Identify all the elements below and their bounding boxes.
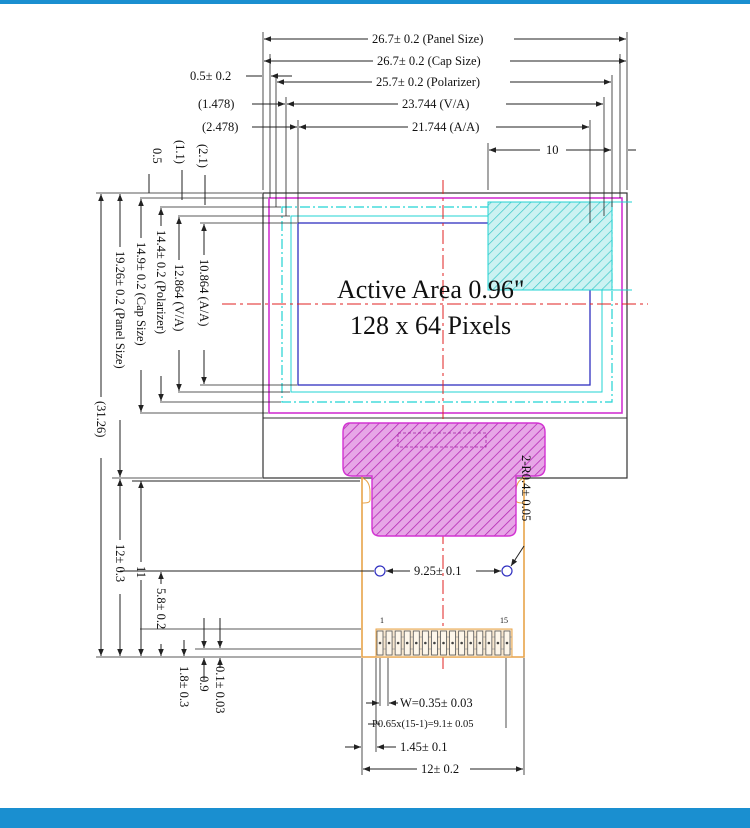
radius-dim: 2-R0.4± 0.05 (519, 455, 533, 521)
fpc-width-dim: 12± 0.2 (421, 762, 459, 776)
fpc-58-dim: 5.8± 0.2 (154, 588, 168, 629)
aa-height-dim: 10.864 (A/A) (197, 259, 211, 326)
pin-via (460, 641, 463, 645)
pin-width-dim: W=0.35± 0.03 (400, 696, 473, 710)
pin-pitch-dim: P0.65x(15-1)=9.1± 0.05 (372, 719, 474, 730)
edge-offset-dim: 1.45± 0.1 (400, 740, 448, 754)
pin-via (405, 641, 409, 645)
fpc-length-dim: 12± 0.3 (113, 544, 127, 582)
extension-lines-top (262, 32, 628, 223)
offset-2478-dim: (2.478) (202, 120, 238, 134)
alignment-hole-left (374, 565, 386, 577)
fpc-01-dim: 0.1± 0.03 (213, 666, 227, 714)
pin-via (496, 641, 500, 645)
cap-outline (268, 197, 623, 414)
fpc-11-dim: 11 (134, 566, 148, 578)
pin-via (433, 641, 436, 645)
v-offset-21-dim: (2.1) (196, 144, 210, 168)
pin-via (387, 641, 391, 645)
pixel-count-label: 128 x 64 Pixels (350, 311, 511, 340)
pin-via (378, 641, 382, 645)
pin-1-label: 1 (380, 616, 384, 625)
va-height-dim: 12.864 (V/A) (172, 264, 186, 331)
ic-bonding-region (342, 422, 546, 537)
extension-lines-bottom (361, 658, 525, 775)
hole-pitch-dim: 9.25± 0.1 (414, 564, 462, 578)
va-width-dim: 23.744 (V/A) (402, 97, 469, 111)
top-accent-bar (0, 0, 750, 4)
offset-1478-dim: (1.478) (198, 97, 234, 111)
cap-width-dim: 26.7± 0.2 (Cap Size) (377, 54, 481, 68)
pin-via (396, 641, 400, 645)
alignment-hole-right (501, 565, 513, 577)
panel-width-dim: 26.7± 0.2 (Panel Size) (372, 32, 483, 46)
v-offset-05-dim: 0.5 (150, 148, 164, 164)
cap-height-dim: 14.9± 0.2 (Cap Size) (134, 242, 148, 346)
polarizer-width-dim: 25.7± 0.2 (Polarizer) (376, 75, 480, 89)
aa-width-dim: 21.744 (A/A) (412, 120, 479, 134)
polarizer-height-dim: 14.4± 0.2 (Polarizer) (154, 230, 168, 334)
extension-lines-left (96, 192, 361, 658)
pin-via (469, 641, 473, 645)
pin-via (414, 641, 418, 645)
v-offset-11-dim: (1.1) (173, 140, 187, 164)
pin-via (442, 641, 445, 645)
pin-via (478, 641, 482, 645)
bottom-accent-bar (0, 808, 750, 828)
panel-height-dim: 19.26± 0.2 (Panel Size) (113, 251, 127, 369)
pin-15-label: 15 (500, 616, 508, 625)
offset-05-dim: 0.5± 0.2 (190, 69, 231, 83)
total-height-dim: (31.26) (94, 401, 108, 437)
pin-via (505, 641, 509, 645)
active-area-label: Active Area 0.96" (337, 275, 525, 304)
fpc-09-dim: 0.9 (197, 676, 211, 692)
corner-hatch-region (487, 201, 613, 291)
ten-dim: 10 (546, 143, 559, 157)
pin-via (424, 641, 427, 645)
polarizer-outline (281, 206, 613, 403)
fpc-18-dim: 1.8± 0.3 (177, 666, 191, 707)
pin-via (487, 641, 491, 645)
pin-via (451, 641, 454, 645)
